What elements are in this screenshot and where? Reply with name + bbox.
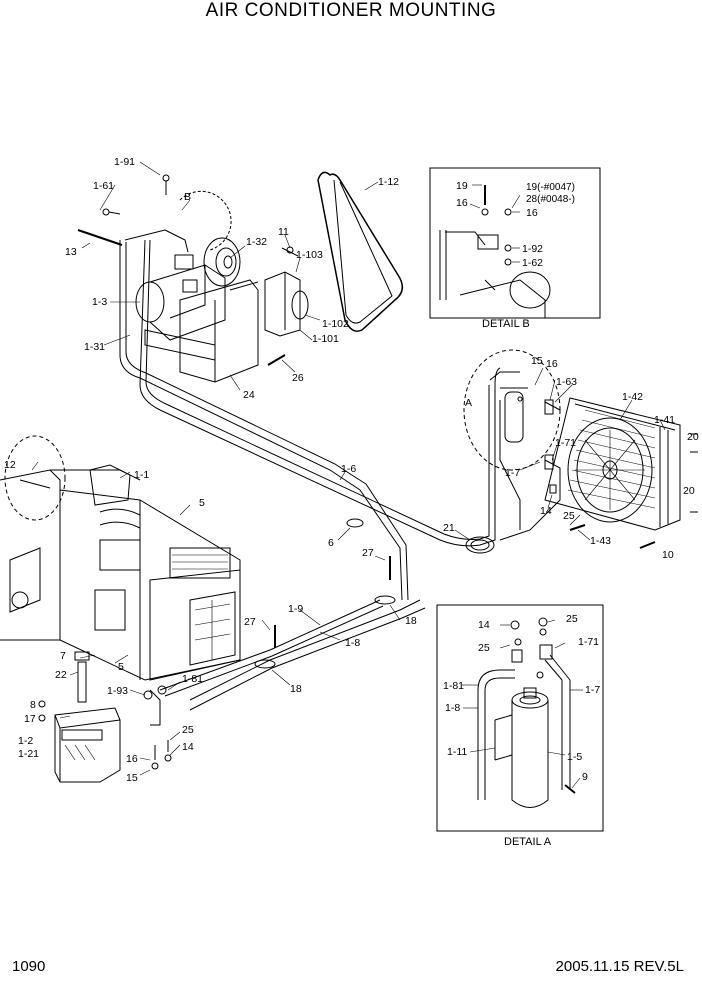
detail-a-label-1-7: 1-7 [585,684,600,696]
label-7: 7 [60,650,66,662]
detail-a-label-1-5: 1-5 [567,751,582,763]
condenser [544,397,698,549]
detail-a-box [436,604,604,832]
label-A: A [465,397,472,409]
label-1-63: 1-63 [556,376,577,388]
label-1-8: 1-8 [345,637,360,649]
detail-b-label-19: 19 [456,180,468,192]
detail-b-box [429,167,601,319]
label-1-43: 1-43 [590,535,611,547]
detail-b-label-19n: 19(-#0047) [526,182,575,193]
detail-a-label-9: 9 [582,771,588,783]
detail-a-label-25-left: 25 [478,642,490,654]
detail-a-label-25-top: 25 [566,613,578,625]
label-15-bottom: 15 [126,772,138,784]
detail-a-title: DETAIL A [504,836,552,848]
label-1-6: 1-6 [341,463,356,475]
detail-b-label-16-left: 16 [456,197,468,209]
label-1-41: 1-41 [654,414,675,426]
label-12: 12 [4,459,16,471]
hoses [119,239,561,711]
label-26: 26 [292,372,304,384]
label-27-left: 27 [244,616,256,628]
label-1-2: 1-2 [18,735,33,747]
label-1-61: 1-61 [93,180,114,192]
label-25: 25 [563,510,575,522]
label-1-21: 1-21 [18,748,39,760]
label-11: 11 [278,226,289,238]
label-1-7: 1-7 [505,467,520,479]
label-1-81: 1-81 [182,673,203,685]
label-27-right: 27 [362,547,374,559]
part-labels: 1-91 B 1-61 13 1-32 11 1-103 1-3 1-31 1-… [4,156,699,848]
label-8: 8 [30,699,36,711]
controller-unit [38,700,121,783]
label-1-9: 1-9 [288,603,303,615]
label-16-bottom: 16 [126,753,138,765]
belt [317,171,404,332]
detail-b-label-1-62: 1-62 [522,257,543,269]
label-1-1: 1-1 [134,469,149,481]
label-1-3: 1-3 [92,296,107,308]
label-20-bottom: 20 [683,485,695,497]
detail-a-label-1-11: 1-11 [447,746,467,758]
label-1-103: 1-103 [296,249,323,261]
label-18-bottom: 18 [290,683,302,695]
label-1-12: 1-12 [378,176,399,188]
label-25-bottom: 25 [182,724,194,736]
leader-lines [31,161,666,789]
detail-b-label-16-right: 16 [526,207,538,219]
receiver-drier [463,349,561,471]
label-16: 16 [546,358,558,370]
label-15: 15 [531,355,543,367]
label-14-bottom: 14 [182,741,194,753]
label-B: B [184,191,191,203]
label-1-71: 1-71 [555,437,576,449]
label-14: 14 [540,505,552,517]
label-1-42: 1-42 [622,391,643,403]
detail-a-label-14: 14 [478,619,490,631]
label-22: 22 [55,669,67,681]
hose-clamps [254,518,495,669]
label-1-101: 1-101 [312,333,339,345]
label-1-93: 1-93 [107,685,128,697]
label-24: 24 [243,389,255,401]
label-10: 10 [662,549,674,561]
page-number: 1090 [12,958,46,975]
label-1-102: 1-102 [322,318,349,330]
detail-a-label-1-8: 1-8 [445,702,460,714]
detail-a-label-1-71: 1-71 [578,636,599,648]
label-5-top: 5 [199,497,205,509]
label-1-91: 1-91 [114,156,135,168]
label-21: 21 [443,522,455,534]
label-13: 13 [65,246,77,258]
page-title: AIR CONDITIONER MOUNTING [205,0,497,21]
detail-a-label-1-81: 1-81 [443,680,464,692]
label-20-top: 20 [687,431,699,443]
detail-b-title: DETAIL B [482,318,530,330]
label-6: 6 [328,537,334,549]
label-1-31: 1-31 [84,341,105,353]
detail-b-label-28n: 28(#0048-) [526,194,575,205]
label-5-bottom: 5 [118,661,124,673]
hvac-unit [0,435,241,770]
label-17: 17 [24,713,36,725]
detail-b-label-1-92: 1-92 [522,243,543,255]
label-1-32: 1-32 [246,236,267,248]
compressor-assembly [77,174,309,383]
revision-footer: 2005.11.15 REV.5L [555,958,684,975]
label-18-right: 18 [405,615,417,627]
